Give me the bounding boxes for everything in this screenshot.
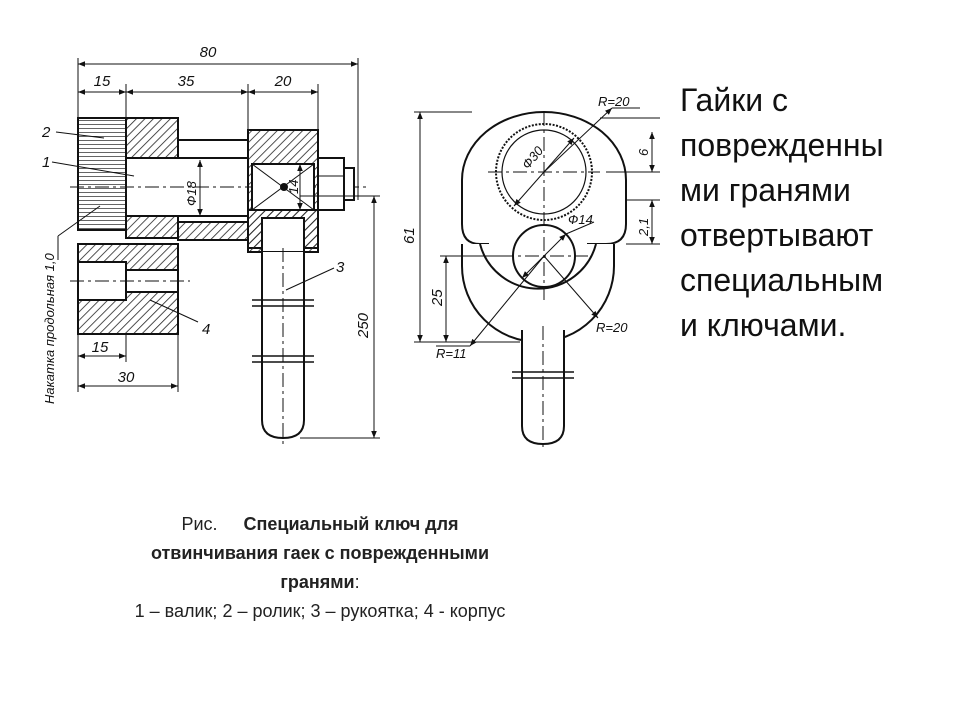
housing-upper <box>125 117 179 159</box>
front-view <box>414 107 660 448</box>
caption-line-3: гранями: <box>60 568 580 597</box>
dim-mid-off: 2,1 <box>636 218 651 237</box>
knurl-note: Накатка продольная 1,0 <box>42 253 57 404</box>
dim-lower: 25 <box>429 289 446 307</box>
side-text: Гайки с поврежденны ми гранями отвертыва… <box>680 78 950 348</box>
handle <box>261 252 305 440</box>
side-text-line: ми гранями <box>680 172 851 208</box>
side-text-line: Гайки с <box>680 82 788 118</box>
side-text-line: специальным <box>680 262 884 298</box>
side-text-line: и ключами. <box>680 307 847 343</box>
dim-top-off: 6 <box>636 148 651 156</box>
nut <box>317 157 345 211</box>
label-part-3: 3 <box>336 259 345 276</box>
dim-d-hole: Ф14 <box>568 212 593 227</box>
roller-body <box>77 117 127 231</box>
caption-colon: : <box>354 572 360 592</box>
figure-caption: Рис. Специальный ключ для отвинчивания га… <box>60 510 580 626</box>
dim-bore: Ф18 <box>184 180 199 206</box>
caption-title-1: Специальный ключ для <box>243 514 459 534</box>
dim-bottom2: 30 <box>118 369 135 386</box>
dim-slot: 14 <box>286 180 301 194</box>
dim-r-small: R=11 <box>436 346 466 361</box>
caption-legend: 1 – валик; 2 – ролик; 3 – рукоятка; 4 - … <box>134 601 506 621</box>
caption-title-2: отвинчивания гаек с поврежденными <box>150 543 490 563</box>
side-view <box>51 58 380 444</box>
label-part-1: 1 <box>42 154 50 171</box>
caption-line-1: Рис. Специальный ключ для <box>60 510 580 539</box>
dim-r-bottom: R=20 <box>596 320 628 335</box>
label-part-2: 2 <box>41 124 51 141</box>
caption-title-3: гранями <box>280 572 355 592</box>
caption-prefix: Рис. <box>181 514 218 534</box>
dim-seg1: 15 <box>94 73 111 90</box>
dim-seg2: 35 <box>178 73 195 90</box>
dim-bottom1: 15 <box>92 339 109 356</box>
dim-r-top: R=20 <box>598 94 630 109</box>
dim-height: 61 <box>401 227 418 244</box>
dim-seg3: 20 <box>274 73 292 90</box>
label-part-4: 4 <box>202 321 210 338</box>
side-text-line: поврежденны <box>680 127 884 163</box>
dim-handle-len: 250 <box>355 312 372 339</box>
side-text-line: отвертывают <box>680 217 874 253</box>
dim-overall: 80 <box>200 44 217 61</box>
